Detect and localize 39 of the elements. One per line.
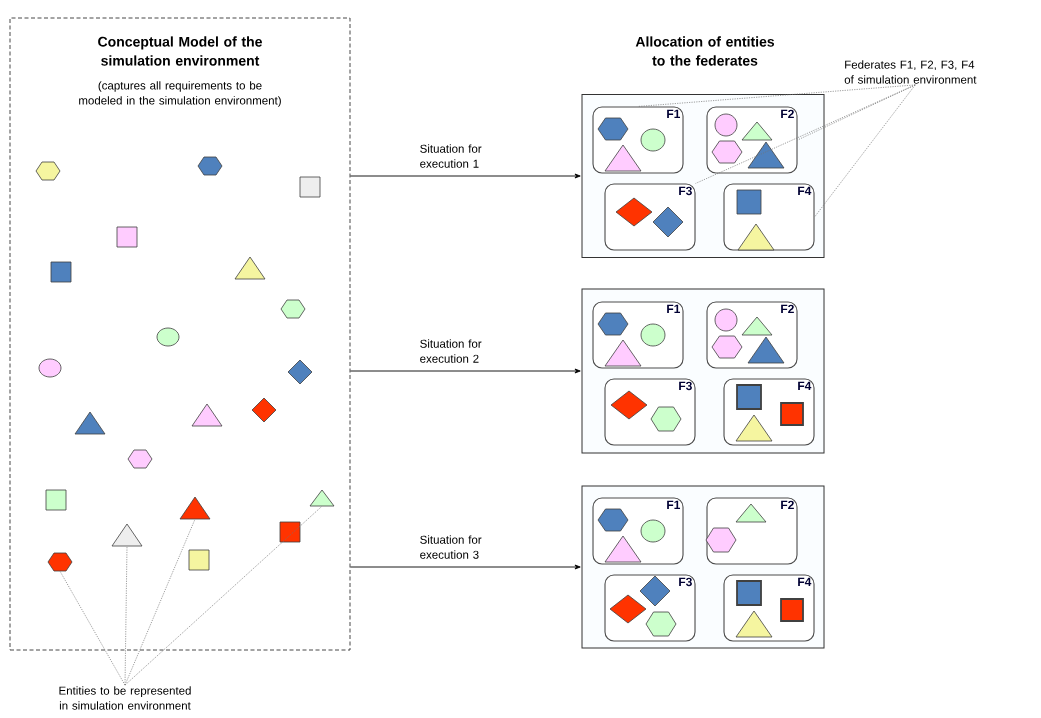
box-note: (captures all requirements to be modeled in the simulation environment) (79, 81, 281, 107)
triangle-shape (234, 256, 266, 280)
arrow (350, 173, 581, 179)
hexagon-shape (47, 552, 73, 572)
circle-shape (156, 327, 180, 347)
arrow (350, 564, 581, 570)
edge-label: Situation for execution 1 (420, 144, 482, 168)
arrow (350, 368, 581, 374)
square-shape (279, 521, 301, 543)
hexagon-shape (197, 156, 223, 176)
square-shape (50, 261, 72, 283)
edge-label: Situation for execution 3 (420, 535, 482, 559)
hexagon-shape (280, 299, 306, 319)
triangle-shape (309, 489, 335, 507)
leader-line (637, 84, 916, 107)
leader-line (124, 518, 196, 686)
triangle-shape (74, 411, 106, 435)
box-heading: Conceptual Model of the simulation environment (98, 36, 262, 66)
square-shape (45, 489, 67, 511)
leader-line (124, 545, 128, 686)
triangle-shape (191, 403, 223, 427)
square-shape (299, 176, 321, 198)
hexagon-shape (35, 161, 61, 181)
hexagon-shape (127, 449, 153, 469)
leader-line (124, 505, 323, 686)
leader-line (814, 84, 916, 218)
column-heading: Allocation of entities to the federates (635, 36, 775, 66)
triangle-shape (179, 496, 211, 520)
annotation-text: Entities to be represented in simulation environment (59, 686, 191, 710)
annotation-text: Federates F1, F2, F3, F4 of simulation environment (844, 60, 977, 84)
leader-line (59, 570, 126, 686)
circle-shape (38, 358, 62, 378)
diamond-shape (287, 359, 313, 385)
triangle-shape (111, 523, 143, 547)
leader-line (695, 84, 916, 184)
square-shape (188, 549, 210, 571)
edge-label: Situation for execution 2 (420, 339, 482, 363)
diamond-shape (251, 397, 277, 423)
square-shape (116, 226, 138, 248)
